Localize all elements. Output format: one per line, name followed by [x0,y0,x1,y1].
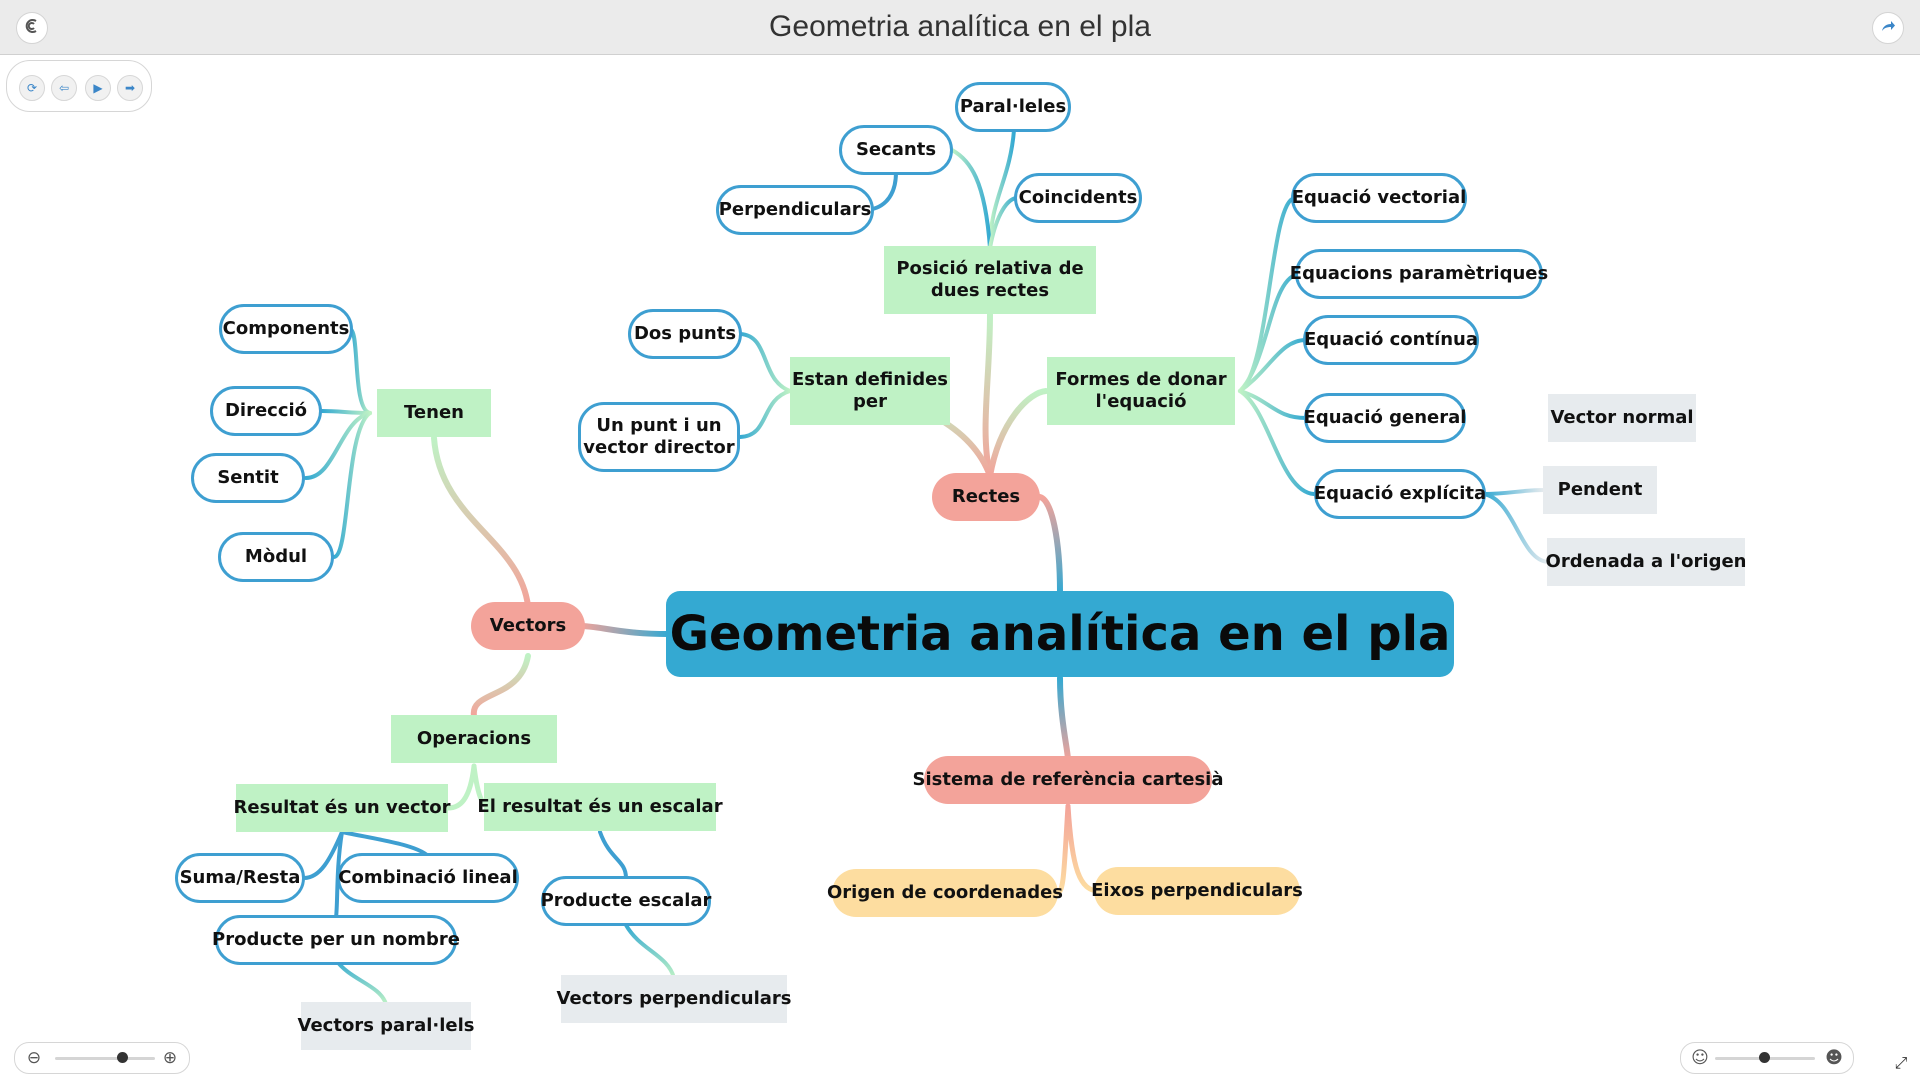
leaf-direccio[interactable]: Direcció [210,386,322,436]
person-icon: ☺ [1691,1048,1709,1068]
subtopic-tenen[interactable]: Tenen [377,389,491,437]
topic-vectors[interactable]: Vectors [471,602,585,650]
leaf-secants[interactable]: Secants [839,125,953,175]
back-button[interactable] [16,12,48,44]
leaf-origen-coordenades[interactable]: Origen de coordenades [827,869,1063,917]
leaf-combinacio-lineal[interactable]: Combinació lineal [337,853,519,903]
topic-sistema-referencia[interactable]: Sistema de referència cartesià [913,756,1224,804]
leaf-perpendiculars[interactable]: Perpendiculars [716,185,874,235]
note-vectors-perpendiculars[interactable]: Vectors perpendiculars [557,975,792,1023]
leaf-producte-per-un-nombre[interactable]: Producte per un nombre [212,915,460,965]
subtopic-operacions[interactable]: Operacions [391,715,557,763]
note-pendent[interactable]: Pendent [1543,466,1657,514]
leaf-modul[interactable]: Mòdul [218,532,334,582]
detail-slider-handle[interactable] [1759,1052,1770,1063]
refresh-icon: ⟳ [26,81,38,95]
leaf-eixos-perpendiculars[interactable]: Eixos perpendiculars [1091,867,1303,915]
leaf-producte-escalar[interactable]: Producte escalar [541,876,711,926]
zoom-control: ⊖ ⊕ [14,1042,190,1074]
leaf-equacio-explicita[interactable]: Equació explícita [1314,469,1486,519]
expand-button[interactable]: ☻ [1823,1047,1845,1069]
fullscreen-icon: ⤢ [1894,1053,1908,1072]
leaf-coincidents[interactable]: Coincidents [1014,173,1142,223]
title-bar: Geometria analítica en el pla [0,0,1920,55]
subtopic-estan-definides[interactable]: Estan definides per [790,357,950,425]
note-vector-normal[interactable]: Vector normal [1548,394,1696,442]
prev-icon: ⇦ [58,81,70,95]
leaf-sentit[interactable]: Sentit [191,453,305,503]
zoom-out-button[interactable]: ⊖ [23,1047,45,1069]
group-icon: ☻ [1825,1048,1843,1068]
leaf-paraleles[interactable]: Paral·leles [955,82,1071,132]
zoom-in-button[interactable]: ⊕ [159,1047,181,1069]
presentation-controls: ⟳ ⇦ ▶ ➡ [6,60,152,112]
fullscreen-button[interactable]: ⤢ [1890,1052,1912,1074]
leaf-punt-vector-director[interactable]: Un punt i un vector director [578,402,740,472]
share-icon [1879,17,1897,39]
next-icon: ➡ [124,81,136,95]
leaf-components[interactable]: Components [219,304,353,354]
subtopic-resultat-vector[interactable]: Resultat és un vector [234,784,450,832]
leaf-dos-punts[interactable]: Dos punts [628,309,742,359]
collapse-button[interactable]: ☺ [1689,1047,1711,1069]
leaf-equacions-parametriques[interactable]: Equacions paramètriques [1290,249,1548,299]
share-button[interactable] [1872,12,1904,44]
leaf-suma-resta[interactable]: Suma/Resta [175,853,305,903]
subtopic-formes-equacio[interactable]: Formes de donar l'equació [1047,357,1235,425]
zoom-slider-handle[interactable] [117,1052,128,1063]
note-ordenada-origen[interactable]: Ordenada a l'origen [1546,538,1746,586]
leaf-equacio-general[interactable]: Equació general [1304,393,1466,443]
zoom-out-icon: ⊖ [26,1048,42,1068]
refresh-button[interactable]: ⟳ [19,75,45,101]
document-title: Geometria analítica en el pla [769,10,1151,43]
previous-button[interactable]: ⇦ [51,75,77,101]
topic-rectes[interactable]: Rectes [932,473,1040,521]
zoom-slider-track[interactable] [55,1057,155,1060]
leaf-equacio-continua[interactable]: Equació contínua [1303,315,1479,365]
back-icon [23,17,41,39]
next-button[interactable]: ➡ [117,75,143,101]
leaf-equacio-vectorial[interactable]: Equació vectorial [1291,173,1467,223]
central-topic[interactable]: Geometria analítica en el pla [666,591,1454,677]
subtopic-posicio-relativa[interactable]: Posició relativa de dues rectes [884,246,1096,314]
play-button[interactable]: ▶ [85,75,111,101]
play-icon: ▶ [93,81,103,95]
note-vectors-paralels[interactable]: Vectors paral·lels [298,1002,475,1050]
zoom-in-icon: ⊕ [162,1048,178,1068]
detail-level-control: ☺ ☻ [1680,1042,1854,1074]
subtopic-resultat-escalar[interactable]: El resultat és un escalar [477,783,723,831]
